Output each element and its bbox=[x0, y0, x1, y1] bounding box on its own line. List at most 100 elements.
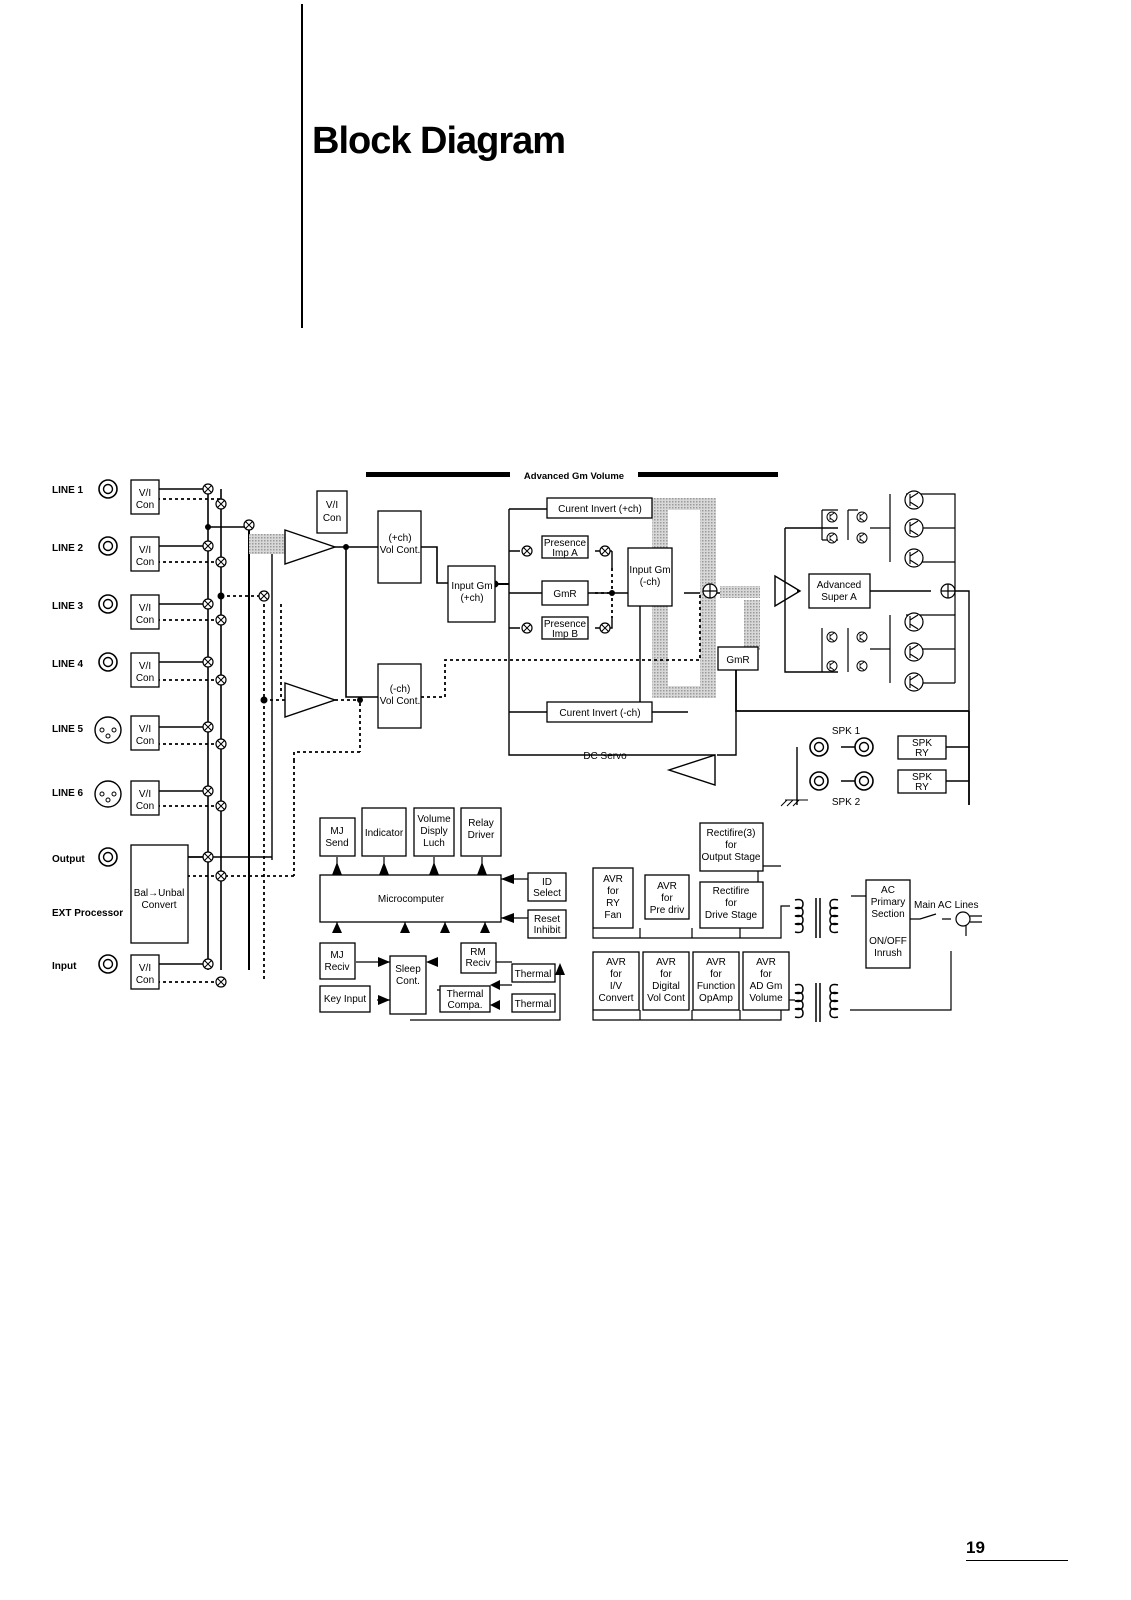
bal-unbal-label: Bal→Unbal bbox=[134, 888, 185, 899]
convert-label: Convert bbox=[141, 900, 176, 911]
micro-blocks bbox=[319, 807, 567, 1015]
line5-label: LINE 5 bbox=[52, 724, 84, 735]
id-select-label: Select bbox=[533, 888, 561, 899]
avr-adgm-label: AD Gm bbox=[750, 981, 783, 992]
spk-ry-label: RY bbox=[915, 782, 929, 793]
ac-primary-label: Section bbox=[871, 909, 904, 920]
vi-label: V/I bbox=[139, 661, 151, 672]
thermal-label: Thermal bbox=[515, 999, 552, 1010]
rectifire3-label: for bbox=[725, 840, 737, 851]
thermal-compa-label: Compa. bbox=[447, 1000, 482, 1011]
curent-invert-pos-label: Curent Invert (+ch) bbox=[558, 504, 642, 515]
avr-iv-label: Convert bbox=[598, 993, 633, 1004]
vi-label: V/I bbox=[139, 603, 151, 614]
ac-primary-label: Primary bbox=[871, 897, 905, 908]
transformers bbox=[794, 898, 839, 1022]
con-label: Con bbox=[323, 513, 341, 524]
speaker-section: SPK 1 SPK 2 SPK RY SPK RY bbox=[780, 726, 947, 808]
volume-disp-label: Disply bbox=[420, 826, 447, 837]
avr-adgm-label: AVR bbox=[756, 957, 776, 968]
avr-pre-label: for bbox=[661, 893, 673, 904]
ac-primary-label: Inrush bbox=[874, 948, 902, 959]
con-label: Con bbox=[136, 557, 154, 568]
dc-servo-label: DC Servo bbox=[583, 751, 627, 762]
rectifire-drive-label: for bbox=[725, 898, 737, 909]
power-labels: Rectifire(3) for Output Stage Rectifire … bbox=[598, 828, 906, 1004]
avr-digital-label: Vol Cont bbox=[647, 993, 685, 1004]
input-gm-pos-label: Input Gm bbox=[451, 581, 492, 592]
avr-function-label: for bbox=[710, 969, 722, 980]
switch-nodes bbox=[202, 483, 270, 988]
rm-reciv-label: RM bbox=[470, 947, 486, 958]
summing-nodes bbox=[702, 583, 956, 599]
relay-label: Relay bbox=[468, 818, 494, 829]
presence-a-label: Imp A bbox=[552, 548, 578, 559]
spk-ry-label: SPK bbox=[912, 772, 932, 783]
advanced-gm-volume-label: Advanced Gm Volume bbox=[524, 471, 624, 482]
con-label: Con bbox=[136, 500, 154, 511]
page-number: 19 bbox=[966, 1538, 985, 1557]
middle-blocks bbox=[316, 490, 871, 729]
vi-label: V/I bbox=[139, 488, 151, 499]
presence-b-label: Imp B bbox=[552, 629, 578, 640]
con-label: Con bbox=[136, 801, 154, 812]
output-jack bbox=[98, 847, 118, 867]
vi-con-labels: V/I Con V/I Con V/I Con V/I Con V/I Con … bbox=[134, 488, 185, 986]
line4-label: LINE 4 bbox=[52, 659, 84, 670]
mj-reciv-label: Reciv bbox=[324, 962, 349, 973]
vi-label: V/I bbox=[139, 545, 151, 556]
avr-digital-label: for bbox=[660, 969, 672, 980]
line1-jack bbox=[98, 479, 118, 499]
avr-ry-label: Fan bbox=[604, 910, 621, 921]
pos-vol-label: Vol Cont. bbox=[380, 545, 421, 556]
volume-disp-label: Luch bbox=[423, 838, 445, 849]
con-label: Con bbox=[136, 975, 154, 986]
amplifiers bbox=[284, 529, 716, 786]
line4-jack bbox=[98, 652, 118, 672]
junction-dots bbox=[205, 524, 615, 704]
neg-vol-label: (-ch) bbox=[390, 684, 411, 695]
avr-digital-label: AVR bbox=[656, 957, 676, 968]
middle-labels: V/I Con (+ch) Vol Cont. (-ch) Vol Cont. … bbox=[323, 500, 861, 762]
thermal-label: Thermal bbox=[515, 969, 552, 980]
rca-jacks bbox=[94, 479, 122, 974]
line6-xlr-jack bbox=[94, 780, 122, 808]
spk-ry-label: RY bbox=[915, 748, 929, 759]
neg-vol-label: Vol Cont. bbox=[380, 696, 421, 707]
line2-jack bbox=[98, 536, 118, 556]
ac-plug bbox=[955, 911, 982, 936]
avr-pre-label: Pre driv bbox=[650, 905, 684, 916]
reset-label: Reset bbox=[534, 914, 560, 925]
con-label: Con bbox=[136, 673, 154, 684]
spk2-label: SPK 2 bbox=[832, 797, 861, 808]
ext-processor-label: EXT Processor bbox=[52, 908, 123, 919]
key-input-label: Key Input bbox=[324, 994, 366, 1005]
input-gm-neg-label: Input Gm bbox=[629, 565, 670, 576]
avr-ry-label: AVR bbox=[603, 874, 623, 885]
vi-label: V/I bbox=[139, 724, 151, 735]
mj-send-label: MJ bbox=[330, 826, 343, 837]
main-ac-lines-label: Main AC Lines bbox=[914, 900, 978, 911]
avr-function-label: Function bbox=[697, 981, 735, 992]
avr-adgm-label: for bbox=[760, 969, 772, 980]
sleep-label: Cont. bbox=[396, 976, 420, 987]
rectifire3-label: Rectifire(3) bbox=[707, 828, 756, 839]
mj-reciv-label: MJ bbox=[330, 950, 343, 961]
input-gm-neg-label: (-ch) bbox=[640, 577, 661, 588]
presence-b-label: Presence bbox=[544, 619, 587, 630]
gmr-label: GmR bbox=[726, 655, 749, 666]
con-label: Con bbox=[136, 615, 154, 626]
page-title: Block Diagram bbox=[312, 120, 566, 162]
gmr-label: GmR bbox=[553, 589, 576, 600]
advanced-super-label: Super A bbox=[821, 592, 857, 603]
line3-label: LINE 3 bbox=[52, 601, 84, 612]
relay-label: Driver bbox=[468, 830, 495, 841]
thermal-compa-label: Thermal bbox=[447, 989, 484, 1000]
presence-a-label: Presence bbox=[544, 538, 587, 549]
page-number-rule bbox=[966, 1560, 1068, 1561]
line6-label: LINE 6 bbox=[52, 788, 84, 799]
avr-pre-label: AVR bbox=[657, 881, 677, 892]
microcomputer-label: Microcomputer bbox=[378, 894, 445, 905]
mj-send-label: Send bbox=[325, 838, 348, 849]
